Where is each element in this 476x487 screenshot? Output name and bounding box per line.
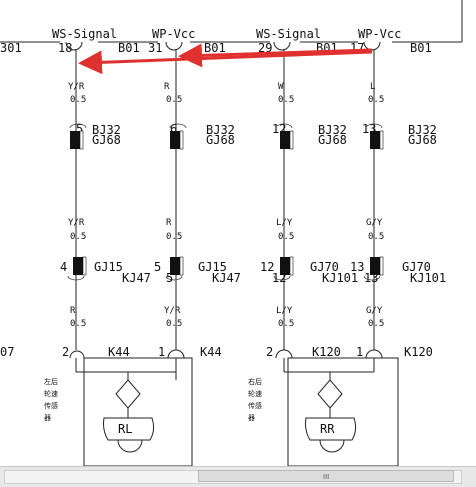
- wire-color-bot-2: Y/R: [164, 306, 181, 316]
- k44-pin1: 1: [158, 345, 165, 359]
- pin-b2-2: 5: [166, 271, 173, 285]
- right-sensor-box: [283, 357, 399, 467]
- rr-label: RR: [320, 422, 335, 436]
- wire-size-top-2: 0.5: [166, 95, 182, 105]
- k44-pin2: 2: [62, 345, 69, 359]
- wp-vcc-label-right: WP-Vcc: [358, 27, 401, 41]
- wire-color-mid-3: L/Y: [276, 218, 293, 228]
- wire-size-mid-4: 0.5: [368, 232, 384, 242]
- connector-block-a-3: [280, 131, 292, 149]
- pin-18-label: 18: [58, 41, 72, 55]
- wire-size-mid-2: 0.5: [166, 232, 182, 242]
- conn-b2-2: KJ47: [212, 271, 241, 285]
- connector-block-b-3: [280, 257, 292, 275]
- wire-size-bot-4: 0.5: [368, 319, 384, 329]
- conn-b1-1: GJ15: [94, 260, 123, 274]
- conn-b1-3: GJ70: [310, 260, 339, 274]
- wire-color-top-3: W: [278, 82, 284, 92]
- left-sensor-caption-3: 传感: [44, 401, 58, 410]
- k120-label-a: K120: [312, 345, 341, 359]
- vertical-wires: [75, 50, 375, 350]
- k44-label-b: K44: [200, 345, 222, 359]
- connector-block-b-1: [73, 257, 85, 275]
- right-sensor-caption-1: 右后: [248, 377, 262, 386]
- k44-label-a: K44: [108, 345, 130, 359]
- conn-a2-2: GJ68: [206, 133, 235, 147]
- horizontal-scrollbar[interactable]: III: [0, 466, 476, 487]
- wire-size-top-3: 0.5: [278, 95, 294, 105]
- scrollbar-thumb[interactable]: III: [198, 470, 454, 482]
- right-sensor-caption-2: 轮速: [248, 389, 262, 398]
- wp-vcc-label-left: WP-Vcc: [152, 27, 195, 41]
- k120-pin1: 1: [356, 345, 363, 359]
- ws-signal-label-right: WS-Signal: [256, 27, 321, 41]
- wire-color-top-1: Y/R: [68, 82, 85, 92]
- right-sensor-caption-4: 器: [248, 414, 255, 422]
- top-bus-frame: [0, 0, 463, 43]
- left-sensor-box: [75, 357, 193, 467]
- rl-label: RL: [118, 422, 132, 436]
- conn-a2-1: GJ68: [92, 133, 121, 147]
- pin-b-4: 13: [350, 260, 364, 274]
- conn-a1-4: BJ32: [408, 123, 437, 137]
- wire-size-top-4: 0.5: [368, 95, 384, 105]
- conn-b1-4: GJ70: [402, 260, 431, 274]
- left-sensor-caption-4: 器: [44, 414, 51, 422]
- wire-color-top-2: R: [164, 82, 170, 92]
- pin-b2-4: 13: [364, 271, 378, 285]
- b01-label-1: B01: [118, 41, 140, 55]
- conn-b2-4: KJ101: [410, 271, 446, 285]
- left-sensor-caption-1: 左后: [44, 377, 58, 386]
- wire-color-mid-2: R: [166, 218, 172, 228]
- pin-b-3: 12: [260, 260, 274, 274]
- right-sensor-caption-3: 传感: [248, 401, 262, 410]
- connector-block-a-4: [370, 131, 382, 149]
- pin-b-1: 4: [60, 260, 67, 274]
- conn-a1-1: BJ32: [92, 123, 121, 137]
- pin-b2-3: 12: [272, 271, 286, 285]
- conn-b2-1: KJ47: [122, 271, 151, 285]
- wire-color-bot-3: L/Y: [276, 306, 293, 316]
- b01-label-2: B01: [204, 41, 226, 55]
- k120-pin2: 2: [266, 345, 273, 359]
- connector-block-b-4: [370, 257, 382, 275]
- wire-color-top-4: L: [370, 82, 375, 92]
- conn-a1-2: BJ32: [206, 123, 235, 137]
- conn-a2-4: GJ68: [408, 133, 437, 147]
- connector-block-a-1: [70, 131, 82, 149]
- left-sensor-caption-2: 轮速: [44, 389, 58, 398]
- wire-color-mid-1: Y/R: [68, 218, 85, 228]
- ws-signal-label-left: WS-Signal: [52, 27, 117, 41]
- arrow-to-ws-signal: [78, 50, 373, 75]
- wire-size-bot-1: 0.5: [70, 319, 86, 329]
- pin-b-2: 5: [154, 260, 161, 274]
- wire-color-mid-4: G/Y: [366, 218, 383, 228]
- arrow-to-wp-vcc: [178, 43, 373, 68]
- wire-size-bot-2: 0.5: [166, 319, 182, 329]
- bottom-left-edge-label: 07: [0, 345, 14, 359]
- wire-size-mid-3: 0.5: [278, 232, 294, 242]
- wire-color-bot-4: G/Y: [366, 306, 383, 316]
- connector-block-b-2: [170, 257, 182, 275]
- wire-size-top-1: 0.5: [70, 95, 86, 105]
- connector-block-a-2: [170, 131, 182, 149]
- conn-a2-3: GJ68: [318, 133, 347, 147]
- left-edge-pin-label: 301: [0, 41, 22, 55]
- pin-31-label: 31: [148, 41, 162, 55]
- pin-a-1: 5: [76, 122, 83, 136]
- conn-b2-3: KJ101: [322, 271, 358, 285]
- wire-size-bot-3: 0.5: [278, 319, 294, 329]
- wire-size-mid-1: 0.5: [70, 232, 86, 242]
- wire-color-bot-1: R: [70, 306, 76, 316]
- scrollbar-grip-icon: III: [323, 473, 330, 481]
- conn-b1-2: GJ15: [198, 260, 227, 274]
- b01-label-4: B01: [410, 41, 432, 55]
- conn-a1-3: BJ32: [318, 123, 347, 137]
- annotation-arrows: [78, 43, 373, 75]
- pin-29-label: 29: [258, 41, 272, 55]
- k120-label-b: K120: [404, 345, 433, 359]
- pin-a-2: 6: [170, 122, 177, 136]
